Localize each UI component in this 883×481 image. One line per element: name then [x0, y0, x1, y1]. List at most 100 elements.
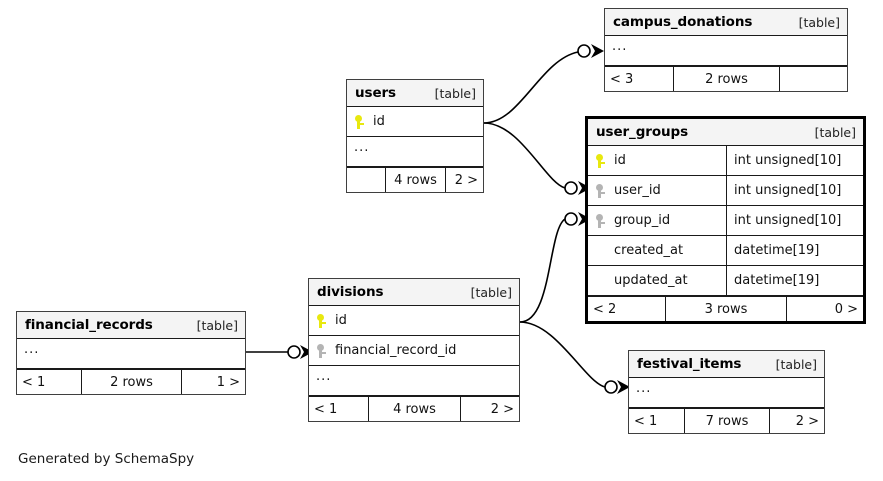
column-name: id	[588, 146, 726, 175]
table-kind-label: [table]	[470, 284, 512, 300]
table-name: user_groups	[596, 124, 689, 140]
column-name: updated_at	[614, 273, 688, 288]
table-header: user_groups [table]	[588, 119, 863, 146]
table-kind-label: [table]	[814, 124, 856, 140]
table-kind-label: [table]	[798, 14, 840, 30]
table-festival_items[interactable]: festival_items [table] ... < 1 7 rows 2 …	[628, 350, 825, 434]
footer-parents-count: < 1	[634, 413, 658, 429]
column-label: user_id	[614, 183, 661, 198]
edge-endpoint-circle	[287, 345, 301, 359]
table-header: divisions [table]	[309, 279, 519, 306]
footer-parents-count	[347, 168, 385, 192]
table-kind-label: [table]	[434, 85, 476, 101]
edge-endpoint-circle	[577, 44, 591, 58]
footer-parents-count: < 1	[314, 401, 338, 417]
table-row[interactable]: financial_record_id	[309, 336, 519, 366]
edge-users-campus_donations	[483, 51, 579, 124]
table-header: festival_items [table]	[629, 351, 824, 378]
column-name: ...	[316, 369, 332, 384]
column-label: id	[373, 114, 385, 129]
table-name: campus_donations	[613, 14, 753, 30]
foreign-key-icon	[595, 183, 608, 199]
footer-row-count: 7 rows	[683, 409, 770, 433]
column-name: group_id	[588, 206, 726, 235]
crowfoot-arrow	[591, 44, 604, 58]
table-footer: < 1 2 rows 1 >	[17, 369, 245, 394]
table-footer: 4 rows 2 >	[347, 167, 483, 192]
column-type: int unsigned[10]	[726, 146, 863, 175]
edge-endpoint-circle	[604, 380, 618, 394]
column-name: ...	[24, 342, 40, 357]
table-row[interactable]: id	[347, 107, 483, 137]
table-header: financial_records [table]	[17, 312, 245, 339]
primary-key-icon	[595, 153, 608, 169]
column-name: ...	[612, 39, 628, 54]
primary-key-icon	[316, 313, 329, 329]
column-name: id	[309, 306, 519, 335]
table-row[interactable]: ...	[17, 339, 245, 369]
footer-children-count: 2 >	[444, 168, 483, 192]
footer-children-count: 1 >	[181, 370, 245, 394]
column-name: financial_record_id	[309, 336, 519, 365]
primary-key-icon	[354, 114, 367, 130]
column-label: id	[335, 313, 347, 328]
table-row[interactable]: created_at datetime[19]	[588, 236, 863, 266]
edge-users-user_groups-user_id	[483, 122, 566, 189]
column-label: id	[614, 153, 626, 168]
footer-row-count: 4 rows	[367, 397, 460, 421]
table-footer: < 1 4 rows 2 >	[309, 396, 519, 421]
column-label: financial_record_id	[335, 343, 457, 358]
column-name: id	[347, 107, 483, 136]
table-financial_records[interactable]: financial_records [table] ... < 1 2 rows…	[16, 311, 246, 395]
column-type: int unsigned[10]	[726, 206, 863, 235]
footer-row-count: 3 rows	[665, 297, 786, 321]
column-label: group_id	[614, 213, 671, 228]
table-name: festival_items	[637, 356, 742, 372]
edge-divisions-festival_items	[519, 321, 606, 388]
table-user_groups[interactable]: user_groups [table] id int unsigned[10] …	[585, 116, 866, 324]
table-row[interactable]: ...	[629, 378, 824, 408]
foreign-key-icon	[595, 213, 608, 229]
table-name: users	[355, 85, 396, 101]
column-name: ...	[354, 140, 370, 155]
footer-parents-count: < 3	[610, 71, 634, 87]
foreign-key-icon	[316, 343, 329, 359]
column-name: user_id	[588, 176, 726, 205]
column-type: int unsigned[10]	[726, 176, 863, 205]
table-kind-label: [table]	[775, 356, 817, 372]
table-campus_donations[interactable]: campus_donations [table] ... < 3 2 rows	[604, 8, 848, 92]
table-kind-label: [table]	[196, 317, 238, 333]
table-row[interactable]: user_id int unsigned[10]	[588, 176, 863, 206]
footer-children-count: 0 >	[786, 297, 863, 321]
table-footer: < 3 2 rows	[605, 66, 847, 91]
table-divisions[interactable]: divisions [table] id financial_record_id…	[308, 278, 520, 422]
table-row[interactable]: group_id int unsigned[10]	[588, 206, 863, 236]
table-row[interactable]: updated_at datetime[19]	[588, 266, 863, 296]
column-name: created_at	[614, 243, 684, 258]
table-name: divisions	[317, 284, 384, 300]
table-footer: < 1 7 rows 2 >	[629, 408, 824, 433]
footer-row-count: 2 rows	[80, 370, 181, 394]
footer-children-count	[779, 67, 847, 91]
table-row[interactable]: ...	[347, 137, 483, 167]
table-footer: < 2 3 rows 0 >	[588, 296, 863, 321]
edge-divisions-user_groups-group_id	[519, 218, 566, 323]
footer-children-count: 2 >	[769, 409, 824, 433]
table-row[interactable]: id int unsigned[10]	[588, 146, 863, 176]
column-type: datetime[19]	[726, 236, 863, 265]
edge-endpoint-circle	[564, 181, 578, 195]
table-users[interactable]: users [table] id ... 4 rows 2 >	[346, 79, 484, 193]
table-row[interactable]: ...	[605, 36, 847, 66]
table-header: campus_donations [table]	[605, 9, 847, 36]
table-name: financial_records	[25, 317, 153, 333]
column-name: ...	[636, 381, 652, 396]
footer-children-count: 2 >	[460, 397, 519, 421]
table-row[interactable]: ...	[309, 366, 519, 396]
column-type: datetime[19]	[726, 266, 863, 295]
footer-parents-count: < 2	[593, 301, 617, 317]
footer-row-count: 4 rows	[385, 168, 445, 192]
edge-endpoint-circle	[564, 212, 578, 226]
table-row[interactable]: id	[309, 306, 519, 336]
generated-by-credit: Generated by SchemaSpy	[18, 451, 195, 467]
footer-parents-count: < 1	[22, 374, 46, 390]
